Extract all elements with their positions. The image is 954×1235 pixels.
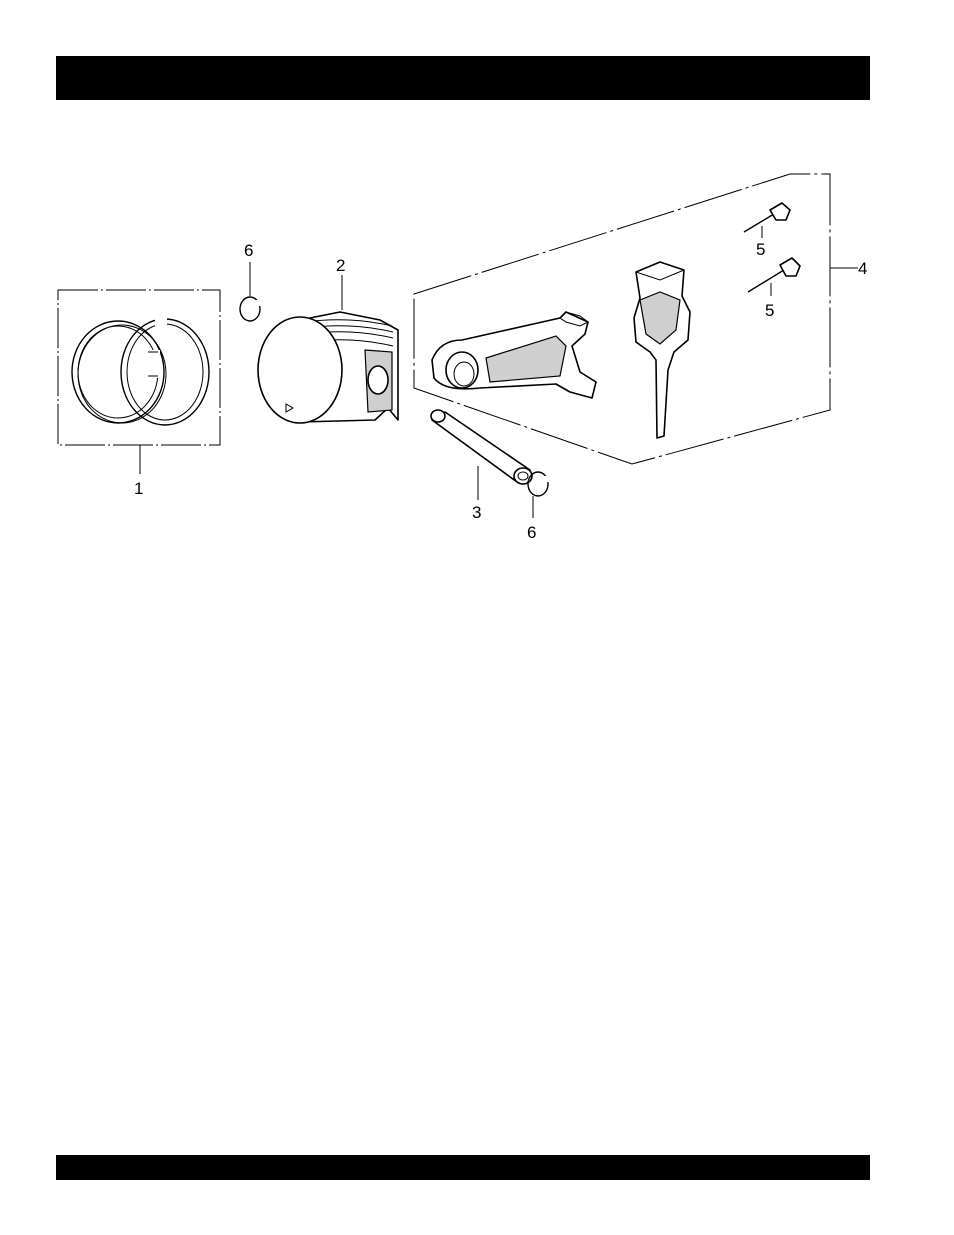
piston-ring-set[interactable]: 1 [58, 290, 220, 498]
callout-2: 2 [336, 256, 345, 275]
ring-set-frame [58, 290, 220, 445]
piston-pin[interactable]: 3 [431, 410, 532, 522]
rod-cap-icon [634, 262, 690, 438]
rod-bolt-upper[interactable]: 5 [744, 203, 790, 259]
connecting-rod-assembly[interactable]: 4 5 [414, 174, 867, 464]
callout-6-bottom: 6 [527, 523, 536, 542]
callout-5-top: 5 [756, 240, 765, 259]
callout-1: 1 [134, 479, 143, 498]
connecting-rod-icon [432, 312, 596, 398]
callout-5-bottom: 5 [765, 301, 774, 320]
ring-set-icon [72, 316, 209, 425]
bolt-icon [744, 203, 790, 232]
callout-3: 3 [472, 503, 481, 522]
rod-bolt-lower[interactable]: 5 [748, 258, 800, 320]
piston-pin-clip-lower[interactable]: 6 [527, 472, 550, 542]
piston-pin-icon [431, 410, 532, 484]
callout-4: 4 [858, 259, 867, 278]
bolt-icon [748, 258, 800, 292]
circlip-icon [528, 472, 548, 496]
piston[interactable]: 2 [258, 256, 398, 423]
callout-6-top: 6 [244, 241, 253, 260]
piston-icon [258, 312, 398, 423]
piston-pin-clip-upper[interactable]: 6 [240, 241, 262, 321]
